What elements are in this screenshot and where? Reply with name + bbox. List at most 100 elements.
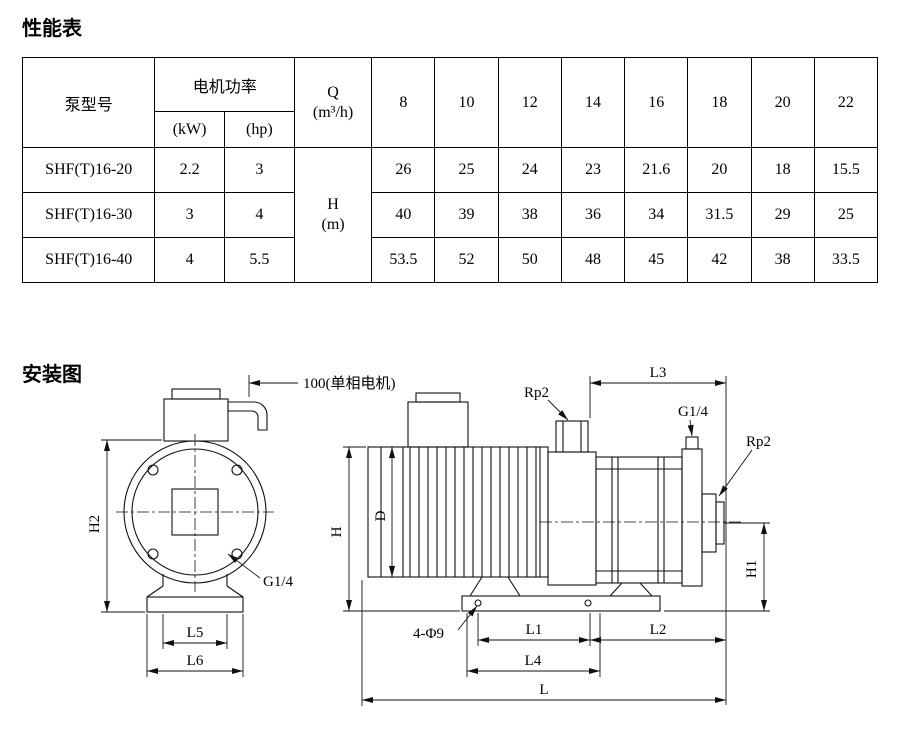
header-motor-power: 电机功率 bbox=[154, 57, 295, 112]
dim-label-l5: L5 bbox=[187, 625, 204, 641]
header-flow-value: 14 bbox=[560, 57, 626, 148]
header-flow-value: 20 bbox=[750, 57, 815, 148]
flow-symbol: Q bbox=[327, 83, 339, 101]
head-cell: 20 bbox=[687, 147, 752, 193]
table-row: SHF(T)16-40 4 5.5 53.5 52 50 48 45 42 38… bbox=[21, 237, 879, 283]
table-header-row-1: 泵型号 电机功率 Q (m³/h) 8 10 12 14 16 18 20 22 bbox=[21, 57, 879, 148]
head-symbol: H bbox=[327, 196, 339, 213]
model-cell: SHF(T)16-30 bbox=[21, 192, 156, 238]
header-head: H (m) bbox=[293, 147, 373, 283]
motor-end-bell bbox=[380, 447, 404, 577]
header-flow: Q (m³/h) bbox=[293, 57, 373, 148]
pump-casing-inner bbox=[131, 448, 259, 576]
head-cell: 40 bbox=[371, 192, 436, 238]
header-flow-value: 18 bbox=[687, 57, 752, 148]
motor-terminal-box bbox=[407, 401, 469, 448]
bolt-hole bbox=[231, 464, 243, 476]
head-cell: 38 bbox=[750, 237, 815, 283]
table-row: SHF(T)16-20 2.2 3 H (m) 26 25 24 23 21.6… bbox=[21, 147, 879, 283]
table-header-row-2: (kW) (hp) bbox=[23, 111, 878, 148]
base-bolt-hole bbox=[474, 599, 482, 607]
kw-cell: 3 bbox=[154, 192, 225, 238]
base-plate-front bbox=[146, 596, 244, 613]
bolt-hole bbox=[147, 548, 159, 560]
dim-label-h1: H1 bbox=[744, 560, 760, 578]
dim-label-base-holes: 4-Φ9 bbox=[413, 626, 444, 642]
bolt-hole bbox=[147, 464, 159, 476]
head-cell: 25 bbox=[813, 192, 879, 238]
stage-sleeve bbox=[595, 456, 683, 584]
pump-front-view bbox=[116, 388, 274, 613]
installation-diagram-title: 安装图 bbox=[22, 364, 82, 386]
hp-cell: 4 bbox=[223, 192, 295, 238]
head-cell: 23 bbox=[560, 147, 626, 193]
motor-terminal-box-lid bbox=[415, 392, 461, 403]
outlet-port-tip bbox=[715, 501, 725, 545]
motor-body bbox=[367, 446, 549, 578]
bolt-hole bbox=[231, 548, 243, 560]
dim-label-l4: L4 bbox=[525, 653, 542, 669]
head-cell: 36 bbox=[560, 192, 626, 238]
head-unit: (m) bbox=[321, 216, 345, 233]
model-cell: SHF(T)16-20 bbox=[21, 147, 156, 193]
head-cell: 26 bbox=[371, 147, 436, 193]
port-label-rp2-outlet: Rp2 bbox=[746, 434, 771, 450]
dimension-lines bbox=[101, 375, 770, 706]
pump-side-view bbox=[367, 392, 742, 612]
port-label-g14-front: G1/4 bbox=[263, 574, 294, 590]
support-feet bbox=[469, 576, 653, 597]
kw-cell: 2.2 bbox=[154, 147, 225, 193]
header-pump-model: 泵型号 bbox=[21, 57, 156, 148]
terminal-box bbox=[163, 398, 229, 442]
performance-table-title: 性能表 bbox=[22, 18, 82, 40]
header-hp-unit: (hp) bbox=[223, 111, 295, 148]
head-cell: 24 bbox=[497, 147, 562, 193]
cable-gland-hook bbox=[227, 401, 268, 431]
table-row: SHF(T)16-30 3 4 40 39 38 36 34 31.5 29 2… bbox=[21, 192, 879, 238]
header-flow-value: 16 bbox=[624, 57, 689, 148]
head-cell: 18 bbox=[750, 147, 815, 193]
tie-rods bbox=[611, 457, 665, 583]
discharge-end-cap bbox=[681, 448, 703, 587]
dim-label-d: D bbox=[373, 510, 389, 521]
header-kw-unit: (kW) bbox=[154, 111, 225, 148]
leader-rp2-outlet bbox=[718, 449, 753, 497]
dim-label-h2: H2 bbox=[87, 515, 103, 533]
suction-housing bbox=[547, 451, 597, 586]
head-cell: 15.5 bbox=[813, 147, 879, 193]
inlet-port-block bbox=[555, 420, 589, 453]
head-cell: 45 bbox=[624, 237, 689, 283]
flow-unit: (m³/h) bbox=[312, 103, 354, 121]
performance-table: 泵型号 电机功率 Q (m³/h) 8 10 12 14 16 18 20 22… bbox=[21, 57, 879, 283]
head-cell: 21.6 bbox=[624, 147, 689, 193]
head-cell: 53.5 bbox=[371, 237, 436, 283]
head-cell: 42 bbox=[687, 237, 752, 283]
motor-width-note-label: 100(单相电机) bbox=[303, 375, 396, 392]
hp-cell: 5.5 bbox=[223, 237, 295, 283]
head-cell: 48 bbox=[560, 237, 626, 283]
dim-label-l6: L6 bbox=[187, 653, 204, 669]
head-cell: 29 bbox=[750, 192, 815, 238]
header-flow-value: 10 bbox=[434, 57, 499, 148]
dim-label-l: L bbox=[539, 682, 548, 698]
head-cell: 52 bbox=[434, 237, 499, 283]
port-label-rp2-inlet: Rp2 bbox=[524, 385, 549, 401]
leader-g14-front bbox=[227, 553, 261, 579]
head-cell: 33.5 bbox=[813, 237, 879, 283]
dim-label-h: H bbox=[329, 526, 345, 537]
header-flow-value: 8 bbox=[371, 57, 436, 148]
head-cell: 25 bbox=[434, 147, 499, 193]
dim-label-l1: L1 bbox=[526, 622, 543, 638]
terminal-box-lid bbox=[171, 388, 221, 400]
base-flare bbox=[226, 585, 244, 598]
leader-g14-vent bbox=[687, 419, 694, 437]
kw-cell: 4 bbox=[154, 237, 225, 283]
leader-rp2-inlet bbox=[547, 399, 569, 421]
dim-label-l2: L2 bbox=[650, 622, 667, 638]
head-cell: 38 bbox=[497, 192, 562, 238]
motor-cooling-fins bbox=[409, 447, 537, 577]
head-cell: 34 bbox=[624, 192, 689, 238]
header-flow-value: 22 bbox=[813, 57, 879, 148]
dimension-labels: 100(单相电机) H2 L5 L6 G1/4 L3 Rp2 G1/4 Rp2 … bbox=[87, 365, 771, 698]
